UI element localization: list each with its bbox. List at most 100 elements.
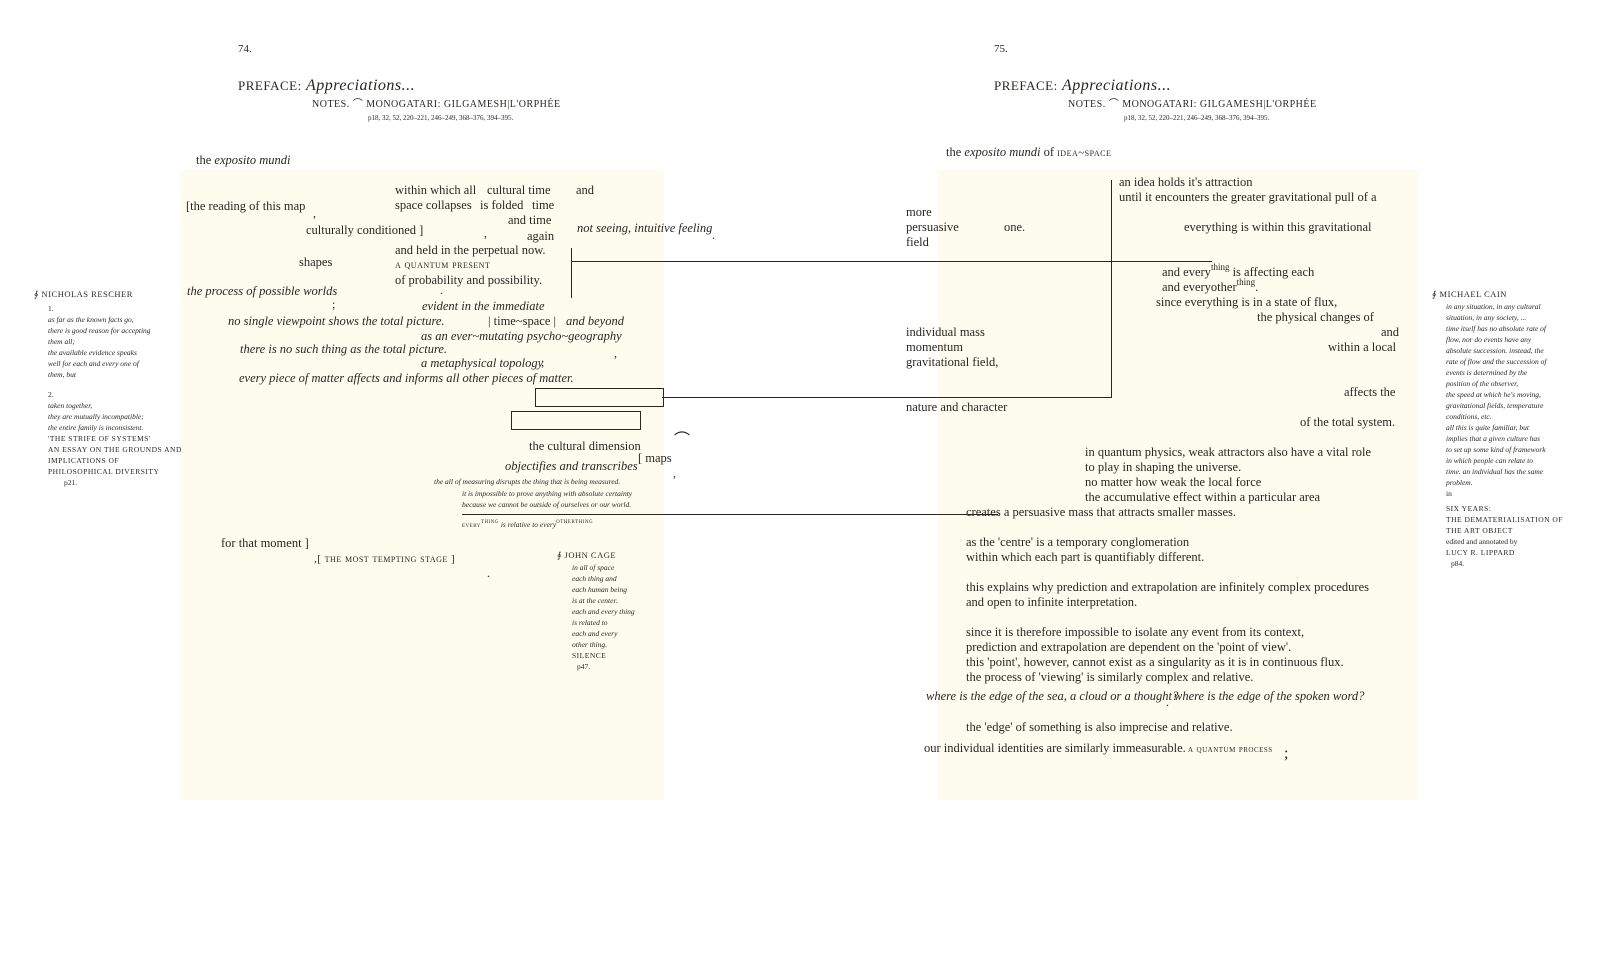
text-and-1: and — [576, 183, 595, 197]
rescher-num-1: 1. — [48, 303, 54, 313]
text-shapes: shapes — [299, 255, 333, 269]
text-one: one. — [1004, 220, 1026, 234]
header-label: PREFACE: — [994, 78, 1058, 93]
period-mark-2: . — [440, 283, 443, 297]
text-nature: nature and character — [906, 400, 1008, 414]
text-measuring-1: the all of measuring disrupts the thing … — [434, 477, 621, 486]
text-tempting-stage: ,[ the most tempting stage ] — [314, 553, 456, 565]
text-no-single: no single viewpoint shows the total pict… — [228, 314, 445, 328]
text-evident: evident in the immediate — [422, 299, 545, 313]
cain-quote-line: conditions, etc. — [1446, 411, 1492, 421]
cage-quote-line: each thing and — [572, 573, 617, 583]
rescher-quote-line: taken together, — [48, 400, 93, 410]
rescher-quote-line: the entire family is inconsistent. — [48, 422, 144, 432]
left-pages-line: p18, 32, 52, 220–221, 246–249, 368–376, … — [368, 114, 514, 122]
text-everyother-thing: and everyotherthing. — [1162, 277, 1259, 294]
text-quantum-3: no matter how weak the local force — [1085, 475, 1262, 489]
connector-horizontal-top — [571, 261, 1212, 262]
semicolon-mark-1: ; — [332, 297, 336, 311]
text-quantum-4: the accumulative effect within a particu… — [1085, 490, 1321, 504]
cage-quote-line: is at the center. — [572, 595, 618, 605]
text-is-folded: is folded — [480, 198, 524, 212]
cain-quote-line: time itself has no absolute rate of — [1446, 323, 1546, 333]
comma-mark-2: , — [484, 226, 487, 240]
text-quantum-present: a quantum present — [395, 259, 491, 271]
text-until: until it encounters the greater gravitat… — [1119, 190, 1377, 204]
header-title: Appreciations... — [1061, 77, 1172, 94]
cain-quote-line: absolute succession. instead, the — [1446, 345, 1544, 355]
text-physical: the physical changes of — [1257, 310, 1374, 324]
header-label: PREFACE: — [238, 78, 302, 93]
text-since-flux: since everything is in a state of flux, — [1156, 295, 1338, 309]
cain-title-line: SIX YEARS: — [1446, 503, 1492, 513]
cage-quote-line: other thing. — [572, 639, 607, 649]
left-page-number: 74. — [238, 43, 252, 55]
right-section-heading: the exposito mundi of idea~space — [946, 145, 1112, 159]
text-for-moment: for that moment ] — [221, 536, 309, 550]
period-mark-1: . — [712, 228, 715, 242]
cage-quote-line: each and every — [572, 628, 618, 638]
cain-editor: LUCY R. LIPPARD — [1446, 547, 1515, 557]
rescher-title-line: 'THE STRIFE OF SYSTEMS' — [48, 433, 151, 443]
cain-quote-line: time. an individual has the same — [1446, 466, 1544, 476]
text-centre-1: as the 'centre' is a temporary conglomer… — [966, 535, 1190, 549]
text-ever-mutating: as an ever~mutating psycho~geography — [421, 329, 622, 343]
connector-vertical-right — [1111, 180, 1112, 398]
text-not-seeing: not seeing, intuitive feeling — [577, 221, 713, 235]
cage-note: ∮ JOHN CAGE in all of space each thing a… — [557, 550, 635, 672]
cain-title-line: THE DEMATERIALISATION OF — [1446, 514, 1563, 524]
text-held: and held in the perpetual now. — [395, 243, 546, 257]
connector-vertical-left — [571, 248, 572, 298]
right-notes-line: NOTES. ⌒ MONOGATARI: GILGAMESH|L'ORPHÉE — [1068, 99, 1317, 110]
rescher-title-line: IMPLICATIONS OF — [48, 455, 120, 465]
semicolon-mark-2: ; — [541, 355, 545, 369]
text-persuasive: persuasive — [906, 220, 959, 234]
period-mark-3: . — [487, 566, 490, 580]
left-section-heading: the exposito mundi — [196, 153, 291, 167]
text-process-worlds: the process of possible worlds — [187, 284, 338, 298]
text-metaphysical: a metaphysical topology — [421, 356, 544, 370]
cain-in: in — [1446, 488, 1452, 498]
cain-quote-line: all this is quite familiar, but — [1446, 422, 1529, 432]
text-where-word: where is the edge of the spoken word? — [1174, 689, 1365, 703]
text-quantum-2: to play in shaping the universe. — [1085, 460, 1242, 474]
text-measuring-3: because we cannot be outside of ourselve… — [462, 500, 632, 509]
cain-quote-line: problem. — [1446, 477, 1473, 487]
left-text-panel — [180, 170, 664, 800]
text-within-all: within which all — [395, 183, 477, 197]
text-creates: creates a persuasive mass that attracts … — [966, 505, 1237, 519]
text-since2-3: this 'point', however, cannot exist as a… — [966, 655, 1344, 669]
cain-quote-line: in which people can relate to — [1446, 455, 1533, 465]
text-within-local: within a local — [1328, 340, 1397, 354]
cain-quote-line: implies that a given culture has — [1446, 433, 1541, 443]
comma-mark-3: , — [614, 346, 617, 360]
text-no-such: there is no such thing as the total pict… — [240, 342, 448, 356]
rescher-quote-line: they are mutually incompatible; — [48, 411, 144, 421]
rescher-num-2: 2. — [48, 389, 54, 399]
text-identities: our individual identities are similarly … — [924, 741, 1186, 755]
text-time-space: | time~space | — [488, 314, 556, 328]
text-since2-1: since it is therefore impossible to isol… — [966, 625, 1305, 639]
text-culturally: culturally conditioned ] — [306, 223, 424, 237]
text-more: more — [906, 205, 932, 219]
rescher-quote-line: them, but — [48, 369, 76, 379]
text-grav-field: gravitational field, — [906, 355, 999, 369]
cain-quote-line: gravitational fields, temperature — [1446, 400, 1544, 410]
text-field: field — [906, 235, 929, 249]
rescher-quote-line: the available evidence speaks — [48, 347, 137, 357]
text-again: again — [527, 229, 555, 243]
text-centre-2: within which each part is quantifiably d… — [966, 550, 1205, 564]
text-reading-map: [the reading of this map — [186, 199, 306, 213]
rescher-quote-line: well for each and every one of — [48, 358, 139, 368]
text-momentum: momentum — [906, 340, 963, 354]
left-notes-line: NOTES. ⌒ MONOGATARI: GILGAMESH|L'ORPHÉE — [312, 99, 561, 110]
text-individual-mass: individual mass — [906, 325, 985, 339]
rescher-title-line: PHILOSOPHICAL DIVERSITY — [48, 466, 160, 476]
cain-quote-line: flow, nor do events have any — [1446, 334, 1532, 344]
text-every-thing-affecting: and everything is affecting each — [1162, 262, 1315, 279]
cage-quote-line: in all of space — [572, 562, 615, 572]
text-space-collapses: space collapses — [395, 198, 472, 212]
cain-quote-line: position of the observer, — [1446, 378, 1519, 388]
rescher-title-line: AN ESSAY ON THE GROUNDS AND — [48, 444, 182, 454]
text-and-beyond: and beyond — [566, 314, 624, 328]
